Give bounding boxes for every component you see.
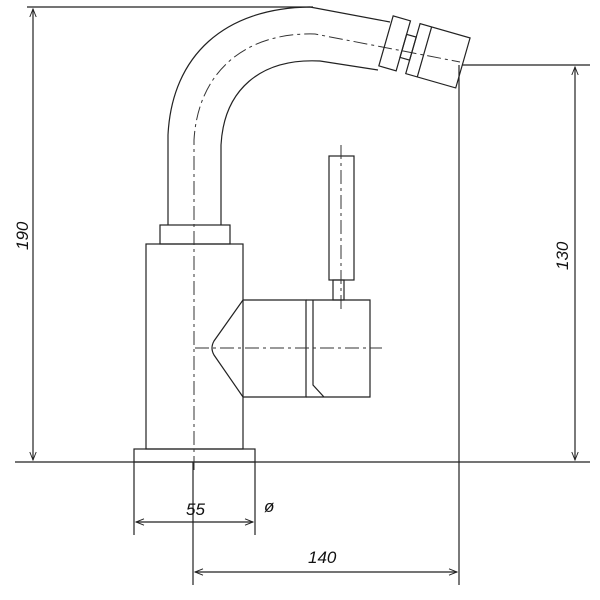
spout-centerline	[193, 33, 461, 470]
handle-base	[306, 299, 371, 398]
collar	[159, 224, 231, 245]
dim-label-130: 130	[553, 241, 572, 270]
diameter-symbol: ø	[264, 497, 274, 516]
spout-outer	[167, 6, 391, 225]
cartridge-housing	[211, 299, 307, 398]
handle-stem	[332, 279, 345, 301]
aerator-nozzle	[378, 15, 471, 89]
extension-lines	[15, 6, 590, 585]
faucet	[133, 6, 471, 470]
dim-label-190: 190	[13, 221, 32, 250]
dim-label-140: 140	[308, 548, 337, 567]
spout-inner	[220, 60, 379, 225]
dim-label-55: 55	[186, 500, 205, 519]
